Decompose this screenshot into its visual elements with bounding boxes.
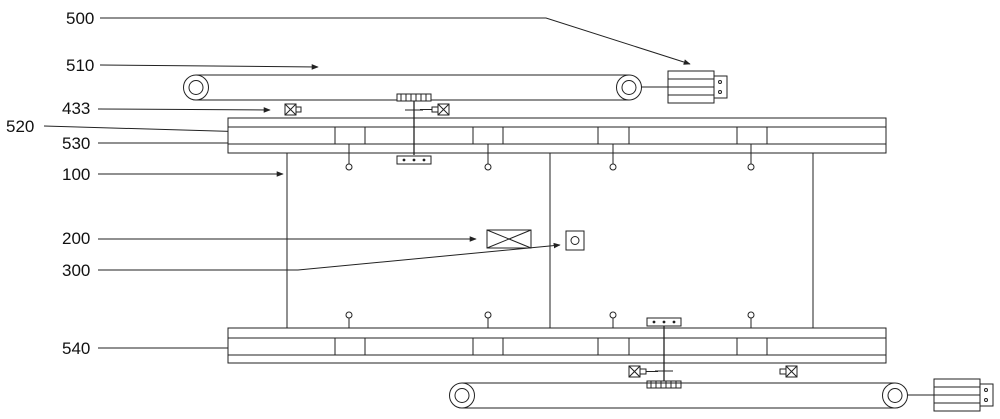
bottom-drive-motor-endcap [980,384,993,406]
leader-lines [44,18,690,348]
top-belt-conveyor [184,71,728,103]
top-sensors [285,104,449,115]
top-belt-right-pulley-hub [622,81,636,95]
component-200-box [487,230,531,248]
label-200: 200 [62,229,90,248]
label-540: 540 [62,339,90,358]
leader-510 [100,65,318,67]
component-300-sensor [566,231,584,250]
label-100: 100 [62,165,90,184]
leader-500 [100,18,690,64]
leader-300 [98,245,560,270]
main-frame [287,153,813,328]
label-433: 433 [62,99,90,118]
label-520: 520 [6,117,34,136]
leader-433 [98,109,270,110]
top-drive-motor-endcap [714,76,727,98]
label-510: 510 [66,56,94,75]
bottom-guide-rail [228,328,886,363]
label-300: 300 [62,261,90,280]
bottom-belt-conveyor [450,379,994,411]
top-belt-left-pulley-hub [189,81,203,95]
label-500: 500 [66,9,94,28]
top-guide-rail [228,118,886,153]
bottom-sensors [629,366,797,377]
label-530: 530 [62,134,90,153]
